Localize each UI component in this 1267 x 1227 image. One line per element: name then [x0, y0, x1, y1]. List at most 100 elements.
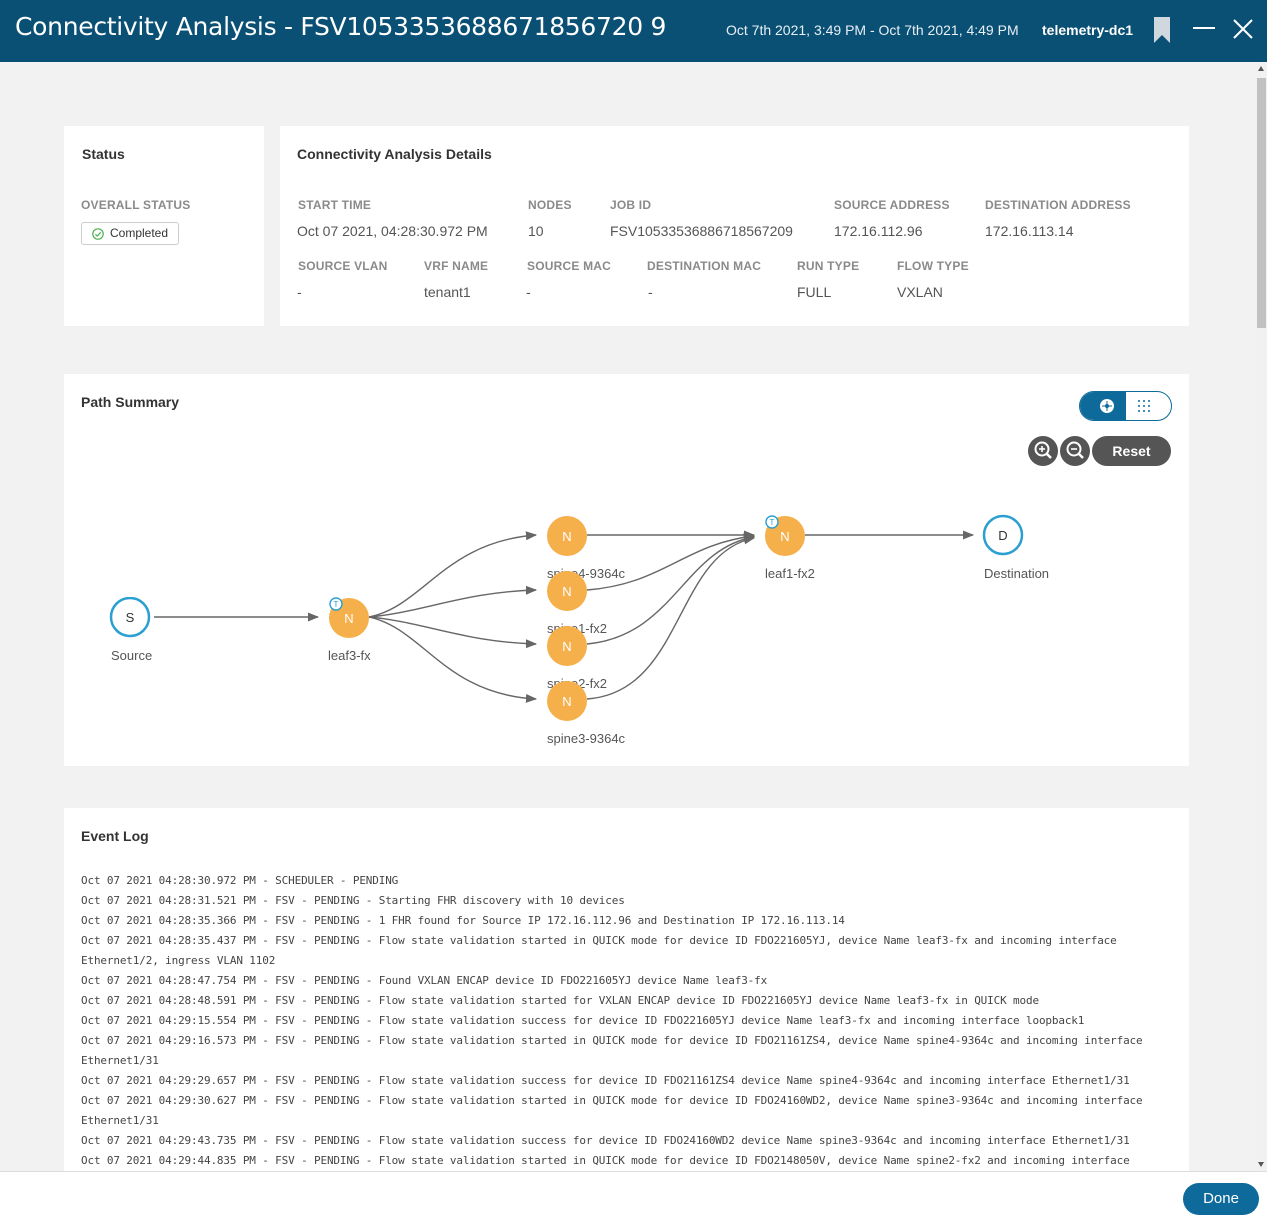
svg-text:N: N	[344, 611, 353, 626]
start-time-value: Oct 07 2021, 04:28:30.972 PM	[297, 223, 488, 239]
start-time-label: START TIME	[298, 198, 372, 212]
svg-text:N: N	[562, 694, 571, 709]
scroll-down-arrow-icon[interactable]	[1258, 1162, 1264, 1167]
destination-mac-label: DESTINATION MAC	[647, 259, 762, 273]
edge-leaf3-spine3	[368, 616, 538, 703]
grid-dots-icon	[1138, 400, 1150, 412]
zoom-in-icon	[1034, 441, 1052, 459]
vertical-scrollbar[interactable]	[1255, 62, 1267, 1171]
page-title: Connectivity Analysis - FSV1053353688671…	[15, 12, 667, 41]
node-label-leaf3-fx: leaf3-fx	[328, 648, 371, 663]
vrf-name-value: tenant1	[424, 284, 471, 300]
node-spine2-fx2[interactable]: N	[545, 624, 589, 668]
svg-text:D: D	[998, 528, 1007, 543]
log-line: Oct 07 2021 04:28:35.366 PM - FSV - PEND…	[81, 914, 845, 927]
svg-text:T: T	[770, 518, 775, 527]
nodes-value: 10	[528, 223, 544, 239]
status-badge: Completed	[81, 222, 180, 245]
content-area: Status OVERALL STATUS Completed Connecti…	[0, 62, 1255, 1171]
log-line: Oct 07 2021 04:28:31.521 PM - FSV - PEND…	[81, 894, 625, 907]
check-circle-icon	[92, 228, 104, 240]
node-spine1-fx2[interactable]: N	[545, 569, 589, 613]
footer-bar: Done	[0, 1171, 1267, 1227]
node-spine3-9364c[interactable]: N	[545, 679, 589, 723]
node-destination[interactable]: D	[981, 514, 1025, 558]
node-leaf1-fx2[interactable]: N T	[762, 513, 808, 559]
status-title: Status	[82, 146, 125, 162]
source-mac-value: -	[526, 284, 531, 300]
destination-mac-value: -	[648, 284, 653, 300]
time-range[interactable]: Oct 7th 2021, 3:49 PM - Oct 7th 2021, 4:…	[726, 22, 1019, 38]
zoom-in-button[interactable]	[1028, 436, 1058, 466]
fabric-name: telemetry-dc1	[1042, 22, 1134, 38]
svg-text:S: S	[126, 610, 135, 625]
log-line: Ethernet1/31	[81, 1114, 159, 1127]
run-type-value: FULL	[797, 284, 832, 300]
details-card: Connectivity Analysis Details START TIME…	[280, 126, 1189, 326]
svg-text:N: N	[562, 639, 571, 654]
svg-text:N: N	[780, 529, 789, 544]
log-line: Ethernet1/2, ingress VLAN 1102	[81, 954, 276, 967]
flow-type-value: VXLAN	[897, 284, 943, 300]
node-leaf3-fx[interactable]: N T	[326, 595, 372, 641]
grid-view-toggle[interactable]	[1126, 392, 1171, 420]
status-value: Completed	[110, 226, 169, 240]
source-address-value: 172.16.112.96	[834, 223, 923, 239]
log-line: Oct 07 2021 04:29:16.573 PM - FSV - PEND…	[81, 1034, 1143, 1047]
details-title: Connectivity Analysis Details	[297, 146, 492, 162]
job-id-label: JOB ID	[610, 198, 652, 212]
view-toggle[interactable]	[1079, 391, 1172, 421]
log-line: Oct 07 2021 04:29:15.554 PM - FSV - PEND…	[81, 1014, 1085, 1027]
edge-spine1-leaf1	[586, 532, 756, 591]
bookmark-icon[interactable]	[1152, 16, 1172, 44]
scroll-up-arrow-icon[interactable]	[1258, 66, 1264, 71]
flow-type-label: FLOW TYPE	[897, 259, 969, 273]
minimize-icon[interactable]	[1192, 16, 1216, 40]
edge-spine3-leaf1	[586, 535, 756, 700]
log-line: Ethernet1/31	[81, 1054, 159, 1067]
reset-button[interactable]: Reset	[1092, 436, 1171, 466]
node-source[interactable]: S	[109, 597, 153, 641]
overall-status-label: OVERALL STATUS	[81, 198, 191, 212]
run-type-label: RUN TYPE	[797, 259, 860, 273]
graph-view-toggle[interactable]	[1080, 392, 1126, 420]
log-line: Oct 07 2021 04:29:43.735 PM - FSV - PEND…	[81, 1134, 1130, 1147]
zoom-out-button[interactable]	[1060, 436, 1090, 466]
path-summary-card: Path Summary	[64, 374, 1189, 766]
path-summary-title: Path Summary	[81, 394, 180, 410]
topology-icon	[1100, 399, 1114, 413]
vrf-name-label: VRF NAME	[424, 259, 489, 273]
node-label-spine3-9364c: spine3-9364c	[547, 731, 626, 746]
log-line: Oct 07 2021 04:28:30.972 PM - SCHEDULER …	[81, 874, 399, 887]
edge-leaf3-spine1	[368, 585, 538, 618]
source-address-label: SOURCE ADDRESS	[834, 198, 950, 212]
log-line: Oct 07 2021 04:28:47.754 PM - FSV - PEND…	[81, 974, 768, 987]
log-line: Oct 07 2021 04:28:48.591 PM - FSV - PEND…	[81, 994, 1039, 1007]
event-log-card: Event Log Oct 07 2021 04:28:30.972 PM - …	[64, 808, 1189, 1171]
source-vlan-label: SOURCE VLAN	[298, 259, 388, 273]
close-icon[interactable]	[1232, 18, 1254, 40]
destination-address-label: DESTINATION ADDRESS	[985, 198, 1131, 212]
node-label-destination: Destination	[984, 566, 1050, 581]
svg-text:N: N	[562, 584, 571, 599]
node-spine4-9364c[interactable]: N	[545, 514, 589, 558]
log-line: Oct 07 2021 04:29:44.835 PM - FSV - PEND…	[81, 1154, 1130, 1167]
job-id-value: FSV10533536886718567209	[610, 223, 793, 239]
edge-spine2-leaf1	[586, 534, 756, 645]
source-mac-label: SOURCE MAC	[527, 259, 612, 273]
nodes-label: NODES	[528, 198, 572, 212]
title-bar: Connectivity Analysis - FSV1053353688671…	[0, 0, 1267, 62]
svg-text:T: T	[334, 600, 339, 609]
edge-leaf3-spine2	[368, 616, 538, 649]
edge-leaf3-spine4	[368, 531, 538, 618]
node-label-source: Source	[111, 648, 153, 663]
node-label-leaf1-fx2: leaf1-fx2	[765, 566, 815, 581]
log-line: Oct 07 2021 04:29:29.657 PM - FSV - PEND…	[81, 1074, 1130, 1087]
log-line: Oct 07 2021 04:28:35.437 PM - FSV - PEND…	[81, 934, 1117, 947]
source-vlan-value: -	[297, 284, 302, 300]
destination-address-value: 172.16.113.14	[985, 223, 1074, 239]
done-button[interactable]: Done	[1183, 1183, 1259, 1215]
log-line: Oct 07 2021 04:29:30.627 PM - FSV - PEND…	[81, 1094, 1143, 1107]
zoom-out-icon	[1066, 441, 1084, 459]
scrollbar-thumb[interactable]	[1257, 78, 1266, 328]
